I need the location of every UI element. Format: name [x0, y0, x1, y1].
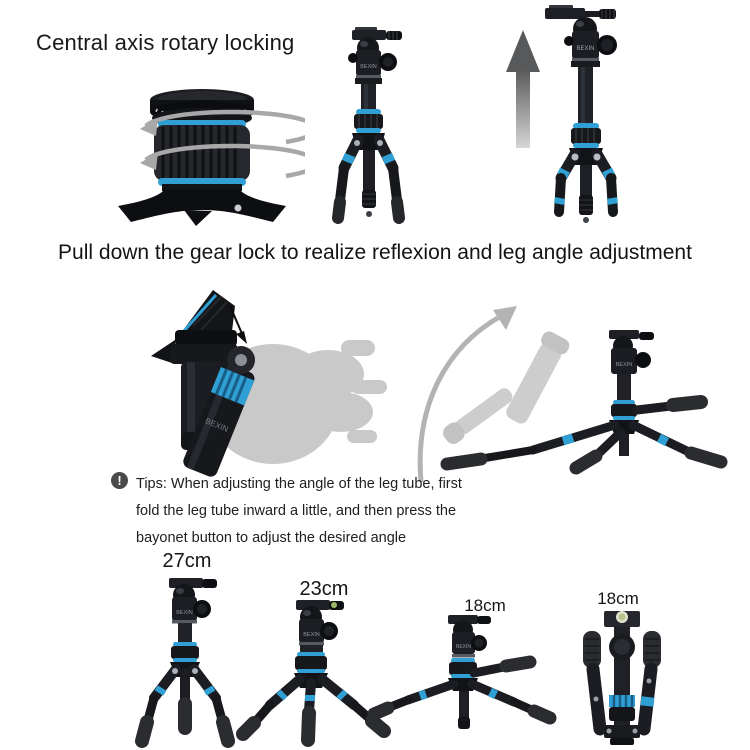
gear-lock-photo: BEXIN [123, 282, 433, 478]
up-arrow-icon [505, 30, 541, 150]
central-axis-knob-illustration [118, 89, 305, 226]
tripod-23cm-photo: BEXIN [236, 597, 394, 748]
brand-label: BEXIN [616, 362, 633, 368]
tips-line: Tips: When adjusting the angle of the le… [136, 476, 462, 492]
rotate-arrows-icon [140, 109, 305, 179]
height-label-18cm-low: 18cm [464, 596, 506, 615]
brand-label: BEXIN [303, 632, 320, 638]
height-label-27cm: 27cm [162, 550, 212, 572]
brand-label: BEXIN [456, 644, 471, 650]
tips-text: Tips: When adjusting the angle of the le… [136, 471, 466, 552]
compact-tripod-photo: BEXIN [322, 22, 427, 227]
tips-line: bayonet button to adjust the desired ang… [136, 530, 407, 546]
central-axis-photo [100, 80, 305, 230]
height-label-18cm-folded: 18cm [597, 589, 639, 608]
tripod-27cm-photo: BEXIN [112, 574, 262, 748]
extended-tripod-photo: BEXIN [535, 2, 650, 228]
curved-arrow-icon [417, 306, 517, 483]
gear-lock-headline: Pull down the gear lock to realize refle… [58, 241, 692, 264]
tripod-18cm-folded-photo [562, 609, 684, 748]
central-axis-title: Central axis rotary locking [36, 30, 295, 55]
tips-line: fold the leg tube inward a little, and t… [136, 503, 457, 519]
brand-label: BEXIN [360, 64, 377, 70]
leg-fold-photo: BEXIN [413, 292, 735, 487]
height-label-23cm: 23cm [299, 578, 349, 600]
warning-icon: ! [111, 472, 128, 489]
brand-label: BEXIN [176, 610, 193, 616]
ghost-leg [443, 331, 570, 444]
tripod-18cm-low-photo: BEXIN [366, 613, 564, 748]
brand-label: BEXIN [576, 46, 594, 52]
down-arrow-icon [229, 305, 247, 344]
